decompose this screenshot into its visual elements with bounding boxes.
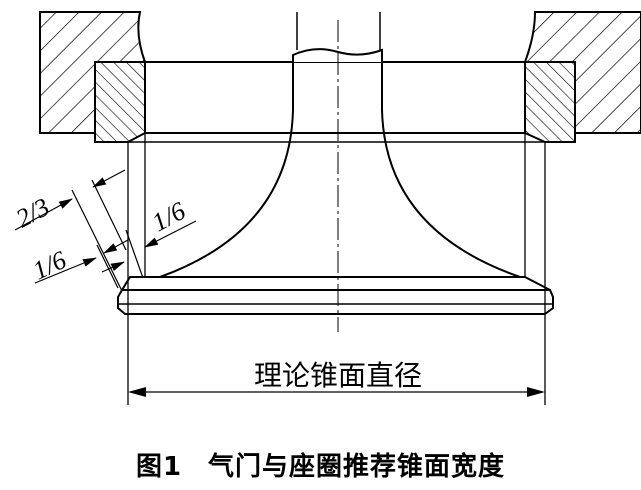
caption-number: 图1 bbox=[135, 452, 183, 482]
seat-insert-right bbox=[524, 61, 576, 143]
seat-insert-left bbox=[94, 61, 146, 143]
valve-head bbox=[117, 276, 554, 315]
cylinder-head-right bbox=[523, 11, 641, 134]
valve-fillet bbox=[159, 62, 521, 278]
label-one-sixth-right: 1/6 bbox=[147, 196, 190, 237]
figure-caption: 图1 气门与座圈推荐锥面宽度 bbox=[0, 446, 641, 483]
label-two-thirds: 2/3 bbox=[11, 192, 54, 233]
label-diameter: 理论锥面直径 bbox=[254, 359, 422, 392]
caption-text: 气门与座圈推荐锥面宽度 bbox=[208, 452, 506, 482]
label-one-sixth-left: 1/6 bbox=[28, 245, 70, 285]
